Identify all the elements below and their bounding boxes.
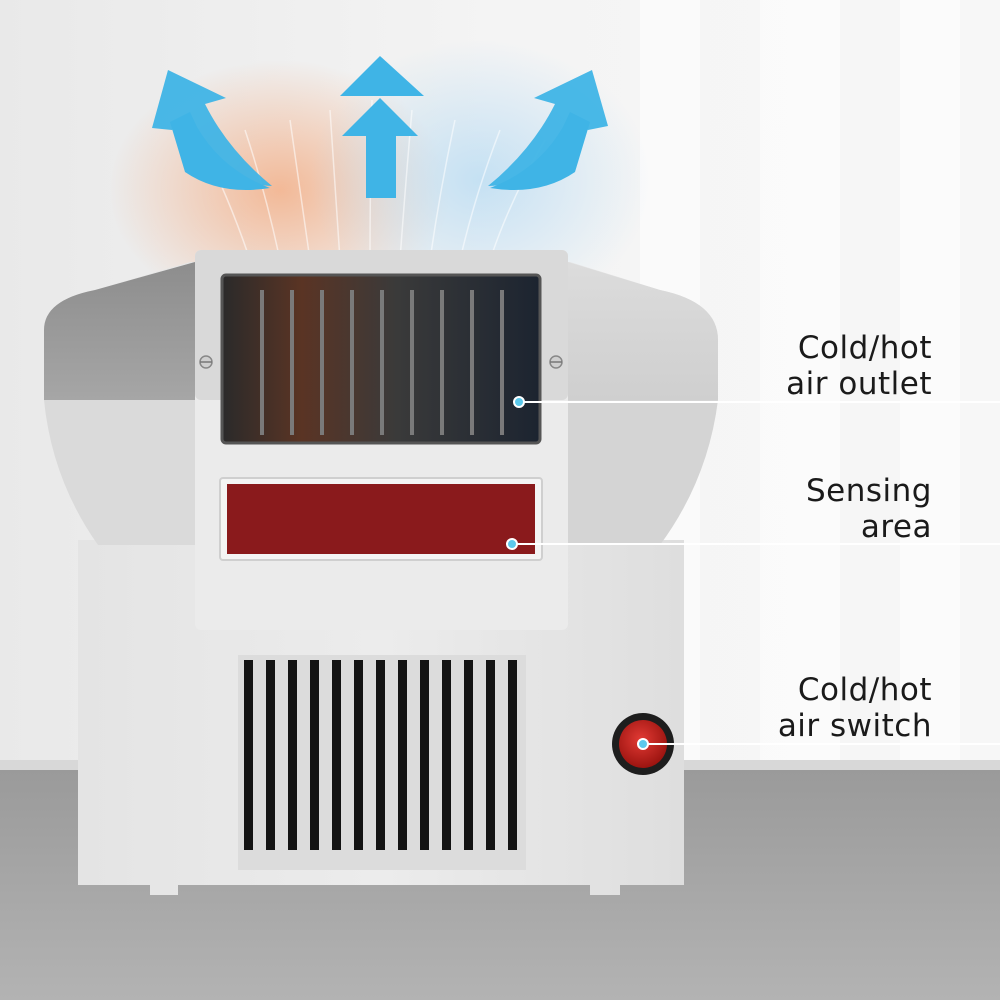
sensor-label-line2: area <box>860 509 932 545</box>
outlet-callout-label: Cold/hot air outlet <box>786 330 932 402</box>
arrow-up-right-icon <box>488 70 608 190</box>
switch-callout-label: Cold/hot air switch <box>778 672 932 744</box>
arrow-up-icon <box>340 56 424 198</box>
sensor-callout-dot <box>506 538 518 550</box>
arrow-up-left-icon <box>152 70 272 190</box>
callouts <box>506 396 1000 750</box>
sensing-window <box>227 484 535 554</box>
outlet-callout-dot <box>513 396 525 408</box>
hand-dryer <box>44 250 718 895</box>
airflow-arrows <box>152 56 608 198</box>
switch-callout-dot <box>637 738 649 750</box>
sensor-callout-label: Sensing area <box>806 473 932 545</box>
sensor-label-line1: Sensing <box>806 473 932 509</box>
switch-label-line1: Cold/hot <box>797 672 932 708</box>
window-light <box>640 0 960 760</box>
switch-label-line2: air switch <box>777 708 932 744</box>
outlet-label-line1: Cold/hot <box>797 330 932 366</box>
outlet-label-line2: air outlet <box>786 366 932 402</box>
intake-slots <box>244 660 517 850</box>
outlet-fins <box>260 290 504 435</box>
